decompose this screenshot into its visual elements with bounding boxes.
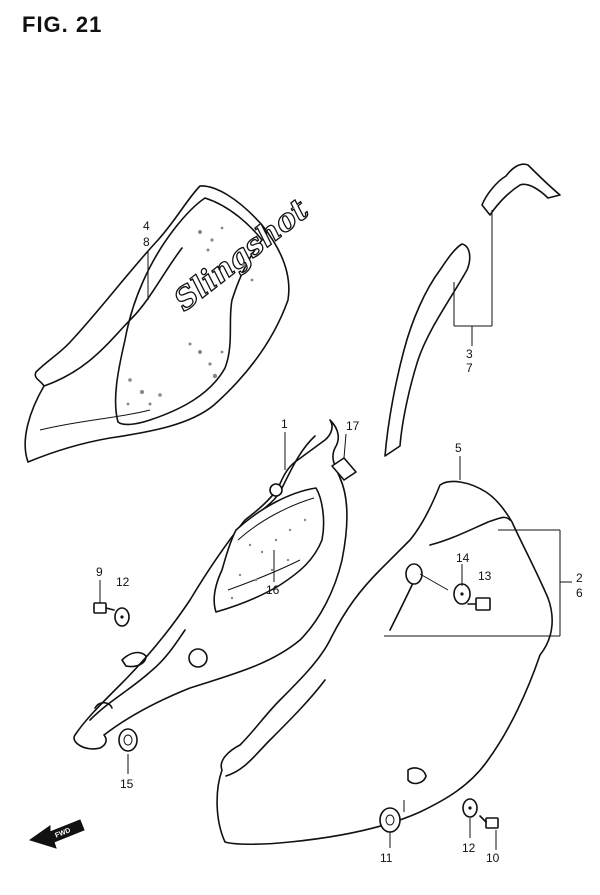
washer-12-lower[interactable]: [462, 798, 478, 818]
side-cover-lower[interactable]: [216, 480, 553, 846]
callout-6: 6: [576, 586, 583, 600]
emblem-specks: [126, 226, 254, 406]
callout-3: 3: [466, 347, 473, 361]
stripe-lower[interactable]: [384, 243, 471, 457]
callouts: 4 8 1 17 3 7 5 2 6 16 9 12 15 14 13 11 1…: [96, 219, 583, 865]
bolt-13[interactable]: [467, 597, 491, 611]
bolt-10[interactable]: [479, 815, 499, 829]
leader-lines: [99, 210, 572, 850]
callout-9: 9: [96, 565, 103, 579]
callout-12-upper: 12: [116, 575, 130, 589]
frame-cover-pad[interactable]: [213, 487, 325, 613]
callout-2: 2: [576, 571, 583, 585]
callout-4: 4: [143, 219, 150, 233]
fwd-arrow-icon: FWD: [28, 819, 85, 849]
grommet-15[interactable]: [118, 728, 138, 752]
figure-title: FIG. 21: [22, 12, 103, 37]
callout-16: 16: [266, 583, 280, 597]
grommet-11[interactable]: [379, 807, 401, 833]
callout-11: 11: [380, 851, 393, 865]
callout-7: 7: [466, 361, 473, 375]
callout-5: 5: [455, 441, 462, 455]
stripe-upper[interactable]: [481, 163, 561, 216]
washer-12-upper[interactable]: [114, 607, 130, 627]
callout-8: 8: [143, 235, 150, 249]
side-cover-emblem[interactable]: Slingshot: [24, 185, 316, 463]
washer-14[interactable]: [453, 583, 471, 605]
callout-15: 15: [120, 777, 134, 791]
pad-texture: [230, 518, 307, 600]
callout-17: 17: [346, 419, 360, 433]
callout-14: 14: [456, 551, 470, 565]
clip-17[interactable]: [331, 457, 357, 481]
callout-10: 10: [486, 851, 500, 865]
bolt-9[interactable]: [93, 602, 115, 614]
callout-12-lower: 12: [462, 841, 476, 855]
callout-1: 1: [281, 417, 288, 431]
callout-13: 13: [478, 569, 492, 583]
